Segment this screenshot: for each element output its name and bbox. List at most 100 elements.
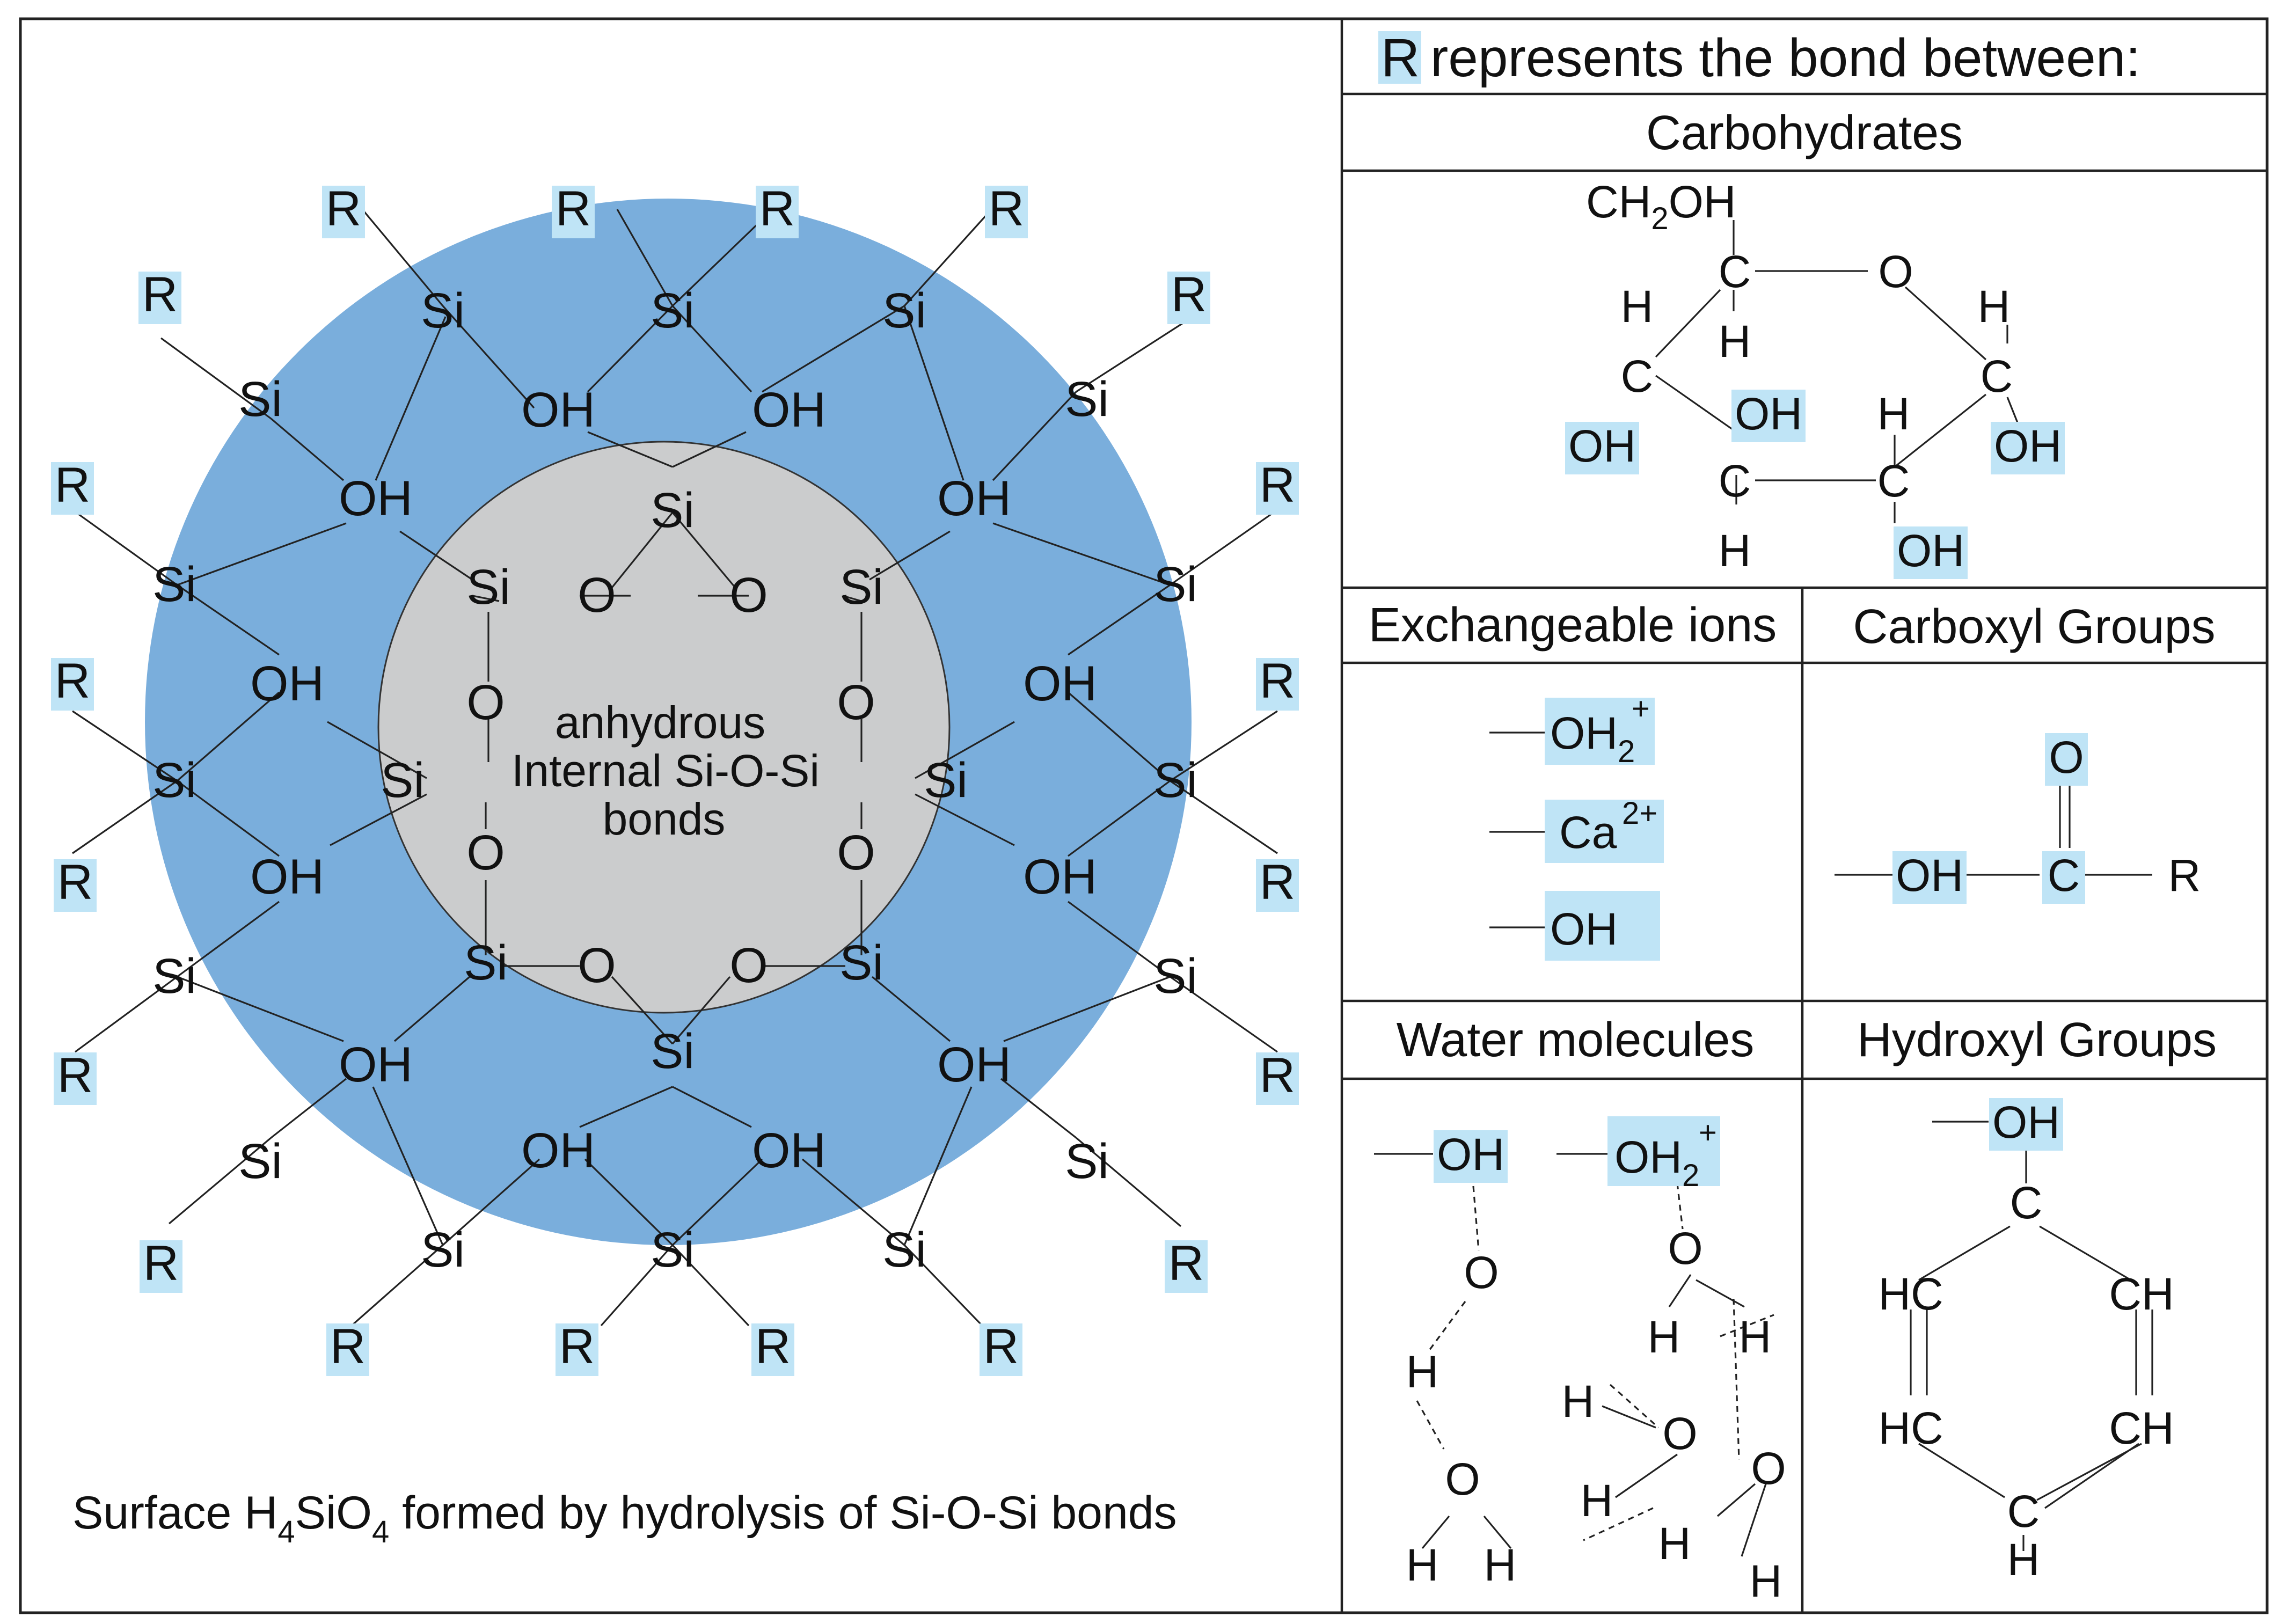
surface-atom-o-8: O: [578, 568, 616, 623]
surface-bond-33: [616, 209, 674, 306]
carboxyl-o: O: [2049, 732, 2084, 782]
surface-bond-17: [671, 976, 731, 1045]
surface-atom-oh-35: OH: [937, 471, 1011, 526]
surface-bond-41: [270, 418, 345, 481]
surface-atom-si-17: Si: [651, 283, 695, 338]
hydroxyl-bond-2: [1918, 1225, 2011, 1281]
r-label-18: R: [755, 1319, 791, 1374]
surface-bond-72: [671, 1158, 763, 1246]
core-label-line-3: bonds: [603, 794, 726, 844]
surface-atom-si-22: Si: [1153, 557, 1197, 612]
r-label-15-highlight: [1165, 1240, 1208, 1293]
surface-atom-oh-42: OH: [521, 1123, 595, 1178]
r-label-12: R: [57, 1048, 93, 1103]
surface-bond-38: [762, 305, 905, 393]
carb-bond-12: [2006, 397, 2019, 425]
carb-c5: C: [1981, 351, 2013, 401]
surface-bond-62: [1170, 976, 1278, 1053]
oh2-ion: OH2: [1550, 708, 1635, 769]
surface-bond-70: [350, 1244, 444, 1327]
carb-h3: H: [1978, 281, 2011, 332]
surface-bond-53: [1068, 780, 1171, 857]
water-cov-1: [1696, 1279, 1745, 1308]
water-cov-3: [1615, 1453, 1678, 1498]
surface-bond-67: [1075, 1137, 1182, 1227]
surface-bond-47: [1170, 509, 1278, 586]
carbohydrate-bonds: [1655, 220, 2019, 523]
surface-bond-1: [671, 511, 736, 589]
core-label-line-2: Internal Si-O-Si: [511, 745, 820, 796]
surface-bond-20: [327, 721, 427, 779]
r-label-11: R: [1260, 855, 1295, 910]
r-label-1: R: [556, 181, 591, 236]
carboxyl-o-highlight: [2045, 733, 2088, 786]
surface-bond-23: [915, 793, 1015, 846]
calcium-ion-charge: 2+: [1622, 796, 1657, 831]
r-label-3-highlight: [985, 186, 1028, 238]
water-o3: O: [1668, 1223, 1702, 1274]
r-label-17-highlight: [556, 1323, 598, 1376]
surface-bond-66: [1000, 1078, 1077, 1139]
surface-atom-oh-34: OH: [339, 471, 413, 526]
water-o2: O: [1445, 1454, 1480, 1504]
surface-atom-si-31: Si: [882, 1223, 926, 1277]
carb-bond-2: [1904, 286, 1987, 361]
r-label-13: R: [1260, 1048, 1295, 1103]
surface-atom-si-19: Si: [238, 372, 282, 427]
surface-bond-60: [177, 976, 344, 1042]
surface-bond-55: [1170, 710, 1278, 782]
surface-bond-27: [672, 431, 747, 468]
surface-bond-68: [372, 1086, 444, 1246]
surface-bond-39: [903, 305, 964, 481]
oh2-ion-charge: +: [1632, 691, 1650, 726]
water-h9: H: [1750, 1556, 1782, 1606]
carboxyl-c-highlight: [2042, 851, 2085, 904]
surface-bond-51: [177, 780, 280, 857]
surface-bond-65: [168, 1137, 272, 1225]
surface-bond-42: [1076, 318, 1189, 393]
water-molecules-header: Water molecules: [1397, 1013, 1755, 1067]
surface-atom-oh-36: OH: [250, 656, 324, 711]
r-label-8-highlight: [51, 658, 94, 711]
r-symbol: R: [1381, 28, 1420, 88]
surface-bond-19: [869, 530, 951, 581]
surface-bond-69: [442, 1158, 540, 1246]
surface-bond-44: [72, 509, 178, 586]
surface-atom-si-23: Si: [152, 753, 196, 808]
surface-atom-o-13: O: [837, 825, 875, 880]
oh2-ion-highlight: [1545, 698, 1655, 765]
hydroxyl-h: H: [2007, 1534, 2040, 1585]
surface-bond-29: [672, 1086, 752, 1128]
surface-atom-si-5: Si: [464, 935, 508, 990]
hydroxyl-bond-10: [2044, 1443, 2139, 1509]
surface-bond-0: [611, 511, 674, 589]
carb-c3: C: [1719, 456, 1751, 506]
hydroxyl-c4: C: [2007, 1486, 2040, 1537]
carb-oh2: OH: [1568, 421, 1636, 471]
carb-c2: C: [1621, 351, 1654, 401]
surface-atom-si-25: Si: [152, 949, 196, 1004]
water-hbond-5: [1733, 1298, 1740, 1460]
r-label-19-highlight: [980, 1323, 1022, 1376]
surface-bond-75: [801, 1158, 905, 1246]
surface-atom-oh-38: OH: [250, 850, 324, 904]
r-label-7: R: [1260, 458, 1295, 513]
water-h2: H: [1406, 1540, 1439, 1590]
water-oh2-charge: +: [1699, 1115, 1717, 1150]
r-label-0: R: [326, 181, 361, 236]
hydroxyl-ch1: CH: [2109, 1269, 2174, 1319]
surface-atom-oh-39: OH: [1023, 850, 1097, 904]
water-o1: O: [1464, 1247, 1499, 1298]
surface-bond-64: [271, 1078, 347, 1139]
surface-atom-o-14: O: [578, 938, 616, 993]
surface-bond-31: [442, 305, 535, 409]
r-label-12-highlight: [54, 1052, 97, 1105]
water-h7: H: [1581, 1475, 1613, 1526]
surface-atom-o-12: O: [466, 825, 505, 880]
surface-atom-si-4: Si: [924, 753, 968, 808]
